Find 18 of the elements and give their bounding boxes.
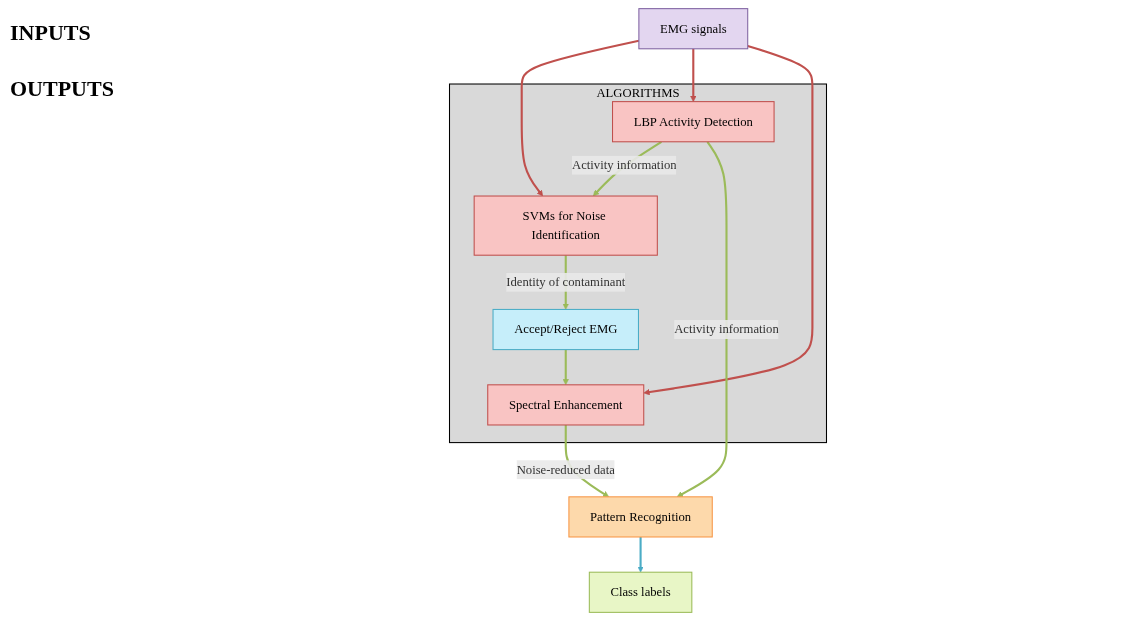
arrow <box>637 537 644 573</box>
node-box: SVMs for Noise Identification <box>473 195 658 256</box>
arrow <box>562 349 569 386</box>
arrow <box>676 141 728 498</box>
edge-label: Activity information <box>572 157 677 172</box>
edge-label: Identity of contaminant <box>506 274 626 290</box>
node-box: Spectral Enhancement <box>487 384 645 426</box>
node-box: Pattern Recognition <box>568 496 713 538</box>
node-box: LBP Activity Detection <box>612 101 775 143</box>
edge-label: Noise-reduced data <box>516 462 615 477</box>
node-box: Accept/Reject EMG <box>492 308 639 351</box>
arrow <box>643 44 814 396</box>
section-heading: INPUTS <box>10 20 92 46</box>
node-box: EMG signals <box>638 8 749 50</box>
edge-label: Activity information <box>674 322 779 337</box>
section-heading: OUTPUTS <box>10 76 115 102</box>
node-box: Class labels <box>588 571 693 613</box>
arrow <box>690 48 697 102</box>
